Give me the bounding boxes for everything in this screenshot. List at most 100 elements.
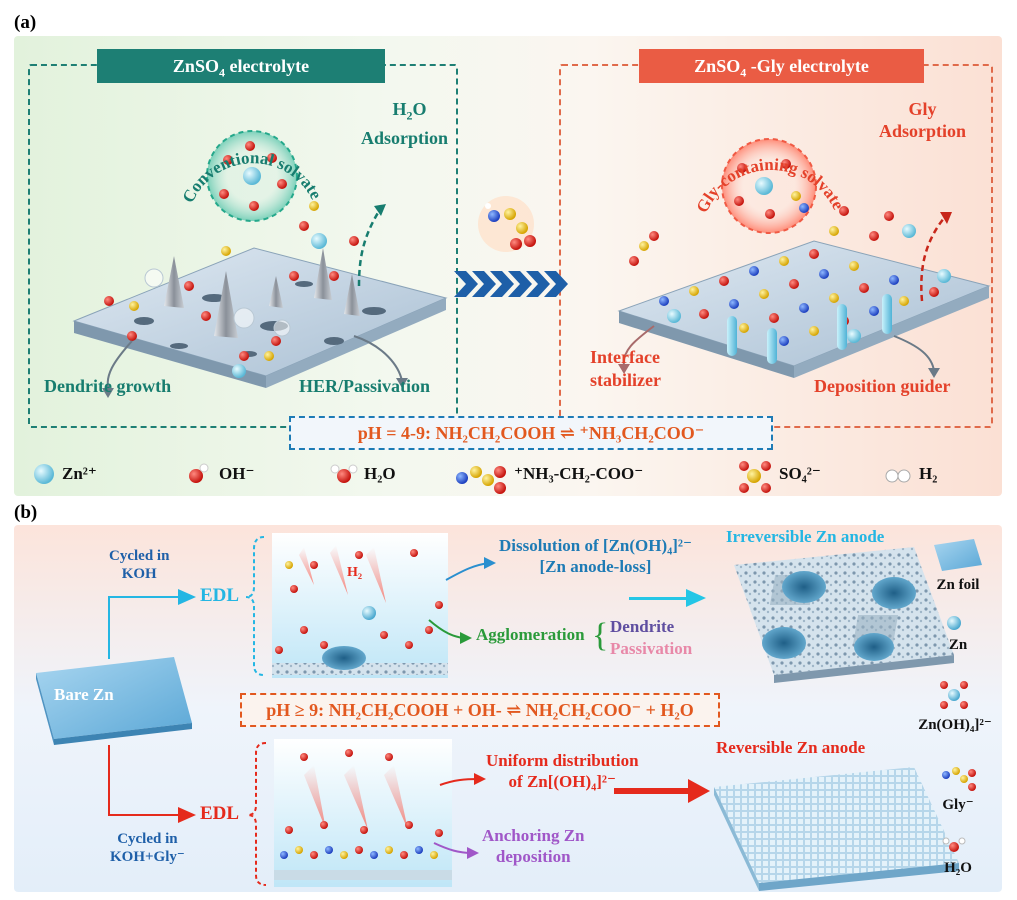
edl-cell-koh [272, 533, 448, 678]
legend-gly-label: ⁺NH₃-CH₂-COO⁻ [514, 464, 644, 483]
znso4-gly-electrolyte-banner: ZnSO4 -Gly electrolyte [639, 49, 924, 83]
interface-text: Interface [590, 347, 660, 367]
banner-right-sub: 4 [740, 65, 747, 80]
legend-h2-label: H₂ [919, 464, 938, 483]
dendrite-growth-label: Dendrite growth [44, 376, 172, 396]
adsorption-text-left: Adsorption [361, 127, 449, 148]
zn-oh4-legend-label: Zn(OH)₄]²⁻ [918, 717, 992, 733]
legend-h2o-icon [330, 464, 358, 483]
dendrite-label: Dendrite [610, 617, 675, 636]
to-irreversible-arrow [629, 589, 706, 607]
adsorption-text-right: Adsorption [879, 121, 967, 141]
ph-equation-alkaline: pH ≥ 9: NH₂CH₂COOH + OH- ⇌ NH₂CH₂COO⁻ + … [240, 693, 720, 727]
to-reversible-arrow [614, 779, 710, 803]
transition-chevrons [454, 271, 568, 297]
legend-oh-label: OH⁻ [219, 464, 255, 483]
banner-left-text: ZnSO [172, 56, 219, 76]
glycine-molecule-center [478, 196, 536, 252]
h2o-h: H [392, 99, 407, 119]
bare-zn-label: Bare Zn [54, 685, 114, 704]
legend-oh-icon [189, 463, 209, 483]
panel-a: ZnSO4 electrolyte ZnSO4 -Gly electrolyte [14, 36, 1002, 496]
irreversible-zn-label: Irreversible Zn anode [726, 527, 885, 546]
interface-stabilizer-label: Interface stabilizer [590, 346, 661, 392]
zn-oh4-legend-icon [940, 681, 968, 709]
scattered-molecules-right [629, 206, 916, 266]
interface-stabilizer-arrow [622, 325, 655, 367]
banner-right-text: ZnSO [694, 56, 741, 76]
legend-h2-icon [885, 469, 911, 483]
conventional-arc-text: Conventional solvated structure [14, 36, 326, 206]
banner-right-rest: -Gly electrolyte [746, 56, 869, 76]
dendrite-growth-arrow [106, 340, 133, 392]
panel-b-illustration [36, 533, 982, 891]
agglomeration-brace: { [592, 617, 609, 654]
edl-cell-koh-gly [274, 739, 452, 887]
cycled-gly-line2: KOH+Gly⁻ [110, 849, 185, 865]
banner-left-sub: 4 [218, 65, 225, 80]
h2o-adsorption-label: H2O Adsorption [361, 98, 448, 149]
zn-foil-legend-label: Zn foil [936, 577, 980, 593]
h2o-o: O [412, 99, 427, 119]
edl-top-label: EDL [200, 585, 240, 606]
ph-equation-acidic: pH = 4-9: NH₂CH₂COOH ⇌ ⁺NH₃CH₂COO⁻ [289, 416, 773, 450]
h2o-sub: 2 [406, 108, 413, 123]
uniform-line1: Uniform distribution [486, 751, 639, 770]
gly-legend-label: Gly⁻ [942, 797, 974, 813]
zn-legend-label: Zn [948, 637, 968, 653]
h2-bubble-label: H₂ [347, 565, 363, 580]
gly-text: Gly [908, 99, 937, 119]
legend-zn-icon [34, 464, 54, 484]
h2o-legend-label: H₂O [944, 860, 972, 876]
bare-zn-foil [36, 657, 192, 745]
side-legend-icons [934, 539, 982, 852]
edl-bottom-label: EDL [200, 803, 240, 824]
gly-solvation-shell [721, 138, 817, 234]
legend-so4-label: SO₄²⁻ [779, 464, 821, 483]
reversible-zn-label: Reversible Zn anode [716, 738, 866, 757]
agglomeration-label: Agglomeration [476, 625, 585, 644]
her-passivation-label: HER/Passivation [299, 376, 431, 396]
cycled-koh-label: Cycled in KOH [109, 547, 169, 583]
dissolution-arrow [445, 562, 490, 581]
panel-a-label: (a) [14, 12, 37, 33]
conventional-solvation-shell [206, 130, 298, 222]
cycled-gly-label: Cycled in KOH+Gly⁻ [110, 830, 185, 866]
legend-zn-label: Zn²⁺ [62, 464, 97, 483]
h2o-adsorption-arrow [357, 210, 381, 287]
reversible-zn-anode [714, 767, 959, 891]
anchoring-label: Anchoring Zn deposition [482, 825, 585, 867]
legend-gly-icon [456, 466, 506, 494]
dissolution-label: Dissolution of [Zn(OH)₄]²⁻ [Zn anode-los… [499, 535, 692, 577]
dendrite-spikes [164, 248, 360, 338]
anchoring-line2: deposition [495, 847, 571, 866]
banner-left-rest: electrolyte [224, 56, 310, 76]
deposition-guider-arrow [893, 335, 935, 372]
stabilizer-text: stabilizer [590, 370, 661, 390]
znso4-electrolyte-banner: ZnSO4 electrolyte [97, 49, 385, 83]
her-passivation-arrow [353, 335, 403, 382]
panel-a-illustration [34, 130, 991, 494]
deposition-guider-label: Deposition guider [814, 376, 951, 396]
legend-icons [34, 461, 911, 494]
irreversible-zn-anode [734, 547, 954, 683]
zn-legend-icon [947, 616, 961, 630]
dissolution-line2: [Zn anode-loss] [539, 557, 652, 576]
legend-h2o-label: H₂O [364, 464, 396, 483]
gly-adsorption-arrow [920, 217, 945, 302]
gly-adsorbed-layer [659, 249, 951, 346]
cycled-koh-line2: KOH [121, 566, 157, 582]
gly-legend-icon [942, 767, 976, 791]
edl-bracket-bottom [247, 742, 267, 886]
uniform-distribution-label: Uniform distribution of Zn[(OH)₄]²⁻ [486, 750, 639, 792]
passivation-label: Passivation [610, 639, 693, 658]
anchoring-line1: Anchoring Zn [482, 826, 585, 845]
dissolution-line1: Dissolution of [Zn(OH)₄]²⁻ [499, 536, 692, 555]
legend-so4-icon [739, 461, 771, 493]
uniform-zn-columns [727, 294, 892, 364]
zn-foil-legend-icon [934, 539, 982, 571]
cycled-koh-line1: Cycled in [109, 548, 170, 564]
branch-arrows [108, 589, 196, 823]
edl-bracket-top [245, 536, 265, 676]
gly-adsorption-label: Gly Adsorption [879, 98, 966, 142]
